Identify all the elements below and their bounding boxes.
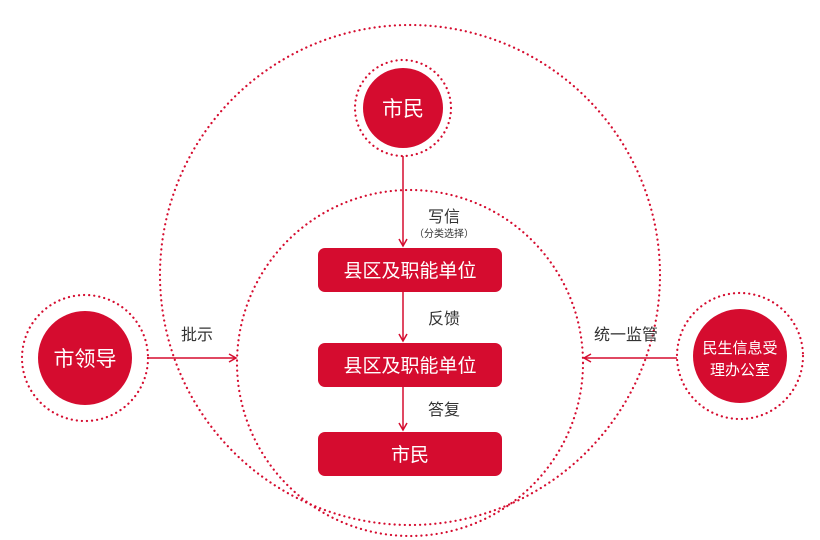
- inner-dotted-circle: [235, 188, 585, 538]
- right-node-label-1: 民生信息受: [702, 339, 777, 357]
- write-label: 写信: [428, 207, 460, 226]
- top-node-label: 市民: [382, 97, 424, 121]
- outer-dotted-circle: [158, 23, 662, 527]
- citizen-box-label: 市民: [391, 444, 429, 466]
- supervise-label: 统一监管: [594, 325, 658, 344]
- write-sublabel: （分类选择）: [414, 227, 474, 240]
- reply-label: 答复: [428, 400, 460, 419]
- feedback-label: 反馈: [428, 309, 460, 328]
- instruct-label: 批示: [181, 325, 213, 344]
- livelihood-office-node: 民生信息受 理办公室: [675, 291, 805, 421]
- city-leader-node: 市领导: [20, 293, 150, 423]
- unit-box-2-label: 县区及职能单位: [343, 355, 476, 377]
- unit-box-1: 县区及职能单位: [318, 248, 502, 292]
- left-node-label: 市领导: [54, 347, 117, 371]
- top-citizen-node: 市民: [353, 58, 453, 158]
- unit-box-2: 县区及职能单位: [318, 343, 502, 387]
- right-node-label-2: 理办公室: [710, 361, 770, 379]
- unit-box-1-label: 县区及职能单位: [343, 260, 476, 282]
- citizen-box: 市民: [318, 432, 502, 476]
